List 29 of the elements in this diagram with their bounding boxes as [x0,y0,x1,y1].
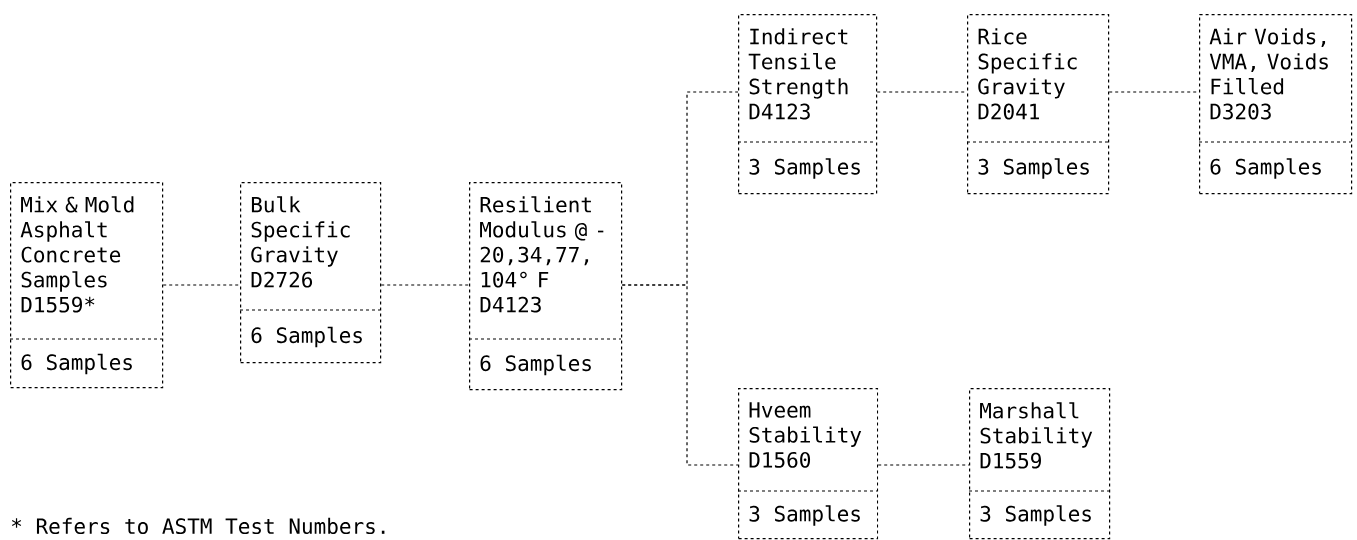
test-name: Hveem Stability D1560 [749,402,862,468]
test-name: Indirect Tensile Strength D4123 [748,28,848,120]
test-name: Resilient Modulus @ -20,34,77, 104° F D4123 [480,196,604,313]
test-box [966,14,1110,195]
sample-count: 3 Samples [980,505,1091,526]
connector-line [380,284,470,286]
test-box [1198,14,1353,195]
test-box [468,182,623,391]
test-name: Bulk Specific Gravity D2726 [251,196,350,288]
connector-line [877,464,970,466]
connector-line [621,284,739,466]
connector-line [162,284,241,286]
test-name: Marshall Stability D1559 [980,402,1093,469]
test-box [239,182,382,364]
test-box [737,388,879,540]
sample-count: 3 Samples [978,158,1089,179]
test-box [737,14,878,195]
footnote: * Refers to ASTM Test Numbers. [11,517,385,535]
test-box [9,182,164,389]
sample-count: 6 Samples [480,354,591,376]
sample-count: 3 Samples [749,505,860,526]
sample-count: 3 Samples [749,158,860,179]
test-name: Rice Specific Gravity D2041 [978,28,1077,120]
test-box [968,388,1111,540]
sample-count: 6 Samples [251,326,362,348]
sample-count: 6 Samples [1210,158,1321,179]
test-name: Air Voids, VMA, Voids Filled D3203 [1209,28,1328,120]
test-name: Mix & Mold Asphalt Concrete Samples D1559* [20,196,134,313]
sample-count: 6 Samples [21,353,132,375]
